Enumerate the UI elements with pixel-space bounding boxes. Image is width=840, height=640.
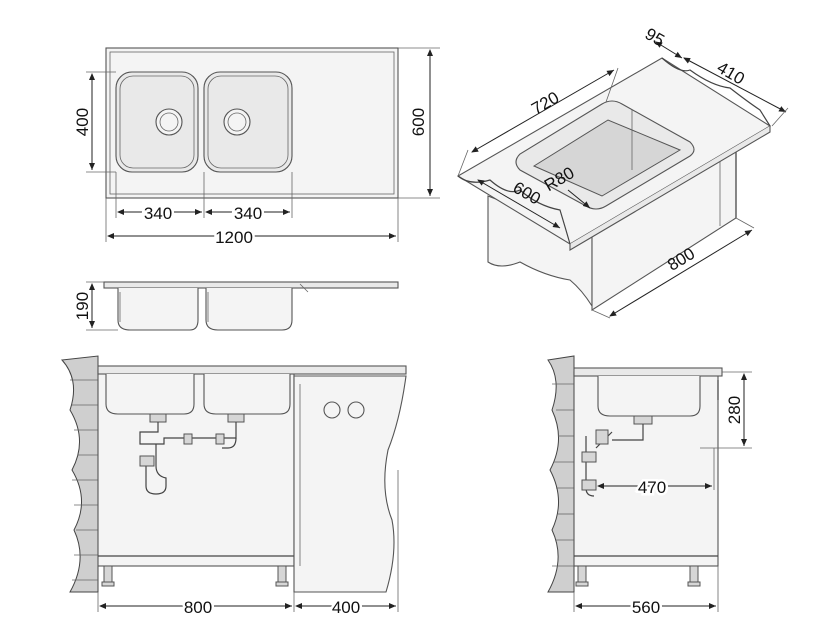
dim-depth: 190: [73, 292, 92, 320]
dim-side-drain: 470: [638, 478, 666, 497]
section-view: 190: [73, 281, 399, 331]
tap-hole-1-icon: [323, 401, 341, 419]
drain-plumbing: [139, 413, 245, 495]
side-view: 280 470 560: [547, 355, 752, 620]
cabinet-foot-left: [103, 565, 113, 583]
dim-side-depth: 280: [725, 396, 744, 424]
front-worktop: [97, 365, 407, 375]
isometric-view: 720 95 410 R80 600 800: [456, 24, 789, 319]
wall-left: [60, 355, 99, 593]
wall-right: [547, 355, 575, 593]
dim-top-width: 1200: [215, 228, 253, 247]
top-view: 400 600 340 340 1200: [73, 47, 440, 250]
side-bowl: [597, 376, 701, 417]
side-foot-left: [577, 565, 587, 583]
dim-top-height: 600: [409, 108, 428, 136]
dim-right-bowl-width: 340: [234, 204, 262, 223]
dim-front-cabinet: 800: [184, 598, 212, 617]
front-view: 800 400: [60, 355, 407, 620]
side-plumbing: [581, 415, 653, 497]
dim-iso-length: 720: [528, 88, 562, 119]
tap-hole-2-icon: [347, 401, 365, 419]
dim-iso-inner: 410: [714, 58, 748, 89]
section-rim: [103, 281, 399, 289]
dim-bowl-height: 400: [73, 108, 92, 136]
side-foot-right: [689, 565, 699, 583]
dim-left-bowl-width: 340: [144, 204, 172, 223]
cabinet-foot-right: [277, 565, 287, 583]
dim-front-extension: 400: [332, 598, 360, 617]
dim-side-cabinet: 560: [632, 598, 660, 617]
